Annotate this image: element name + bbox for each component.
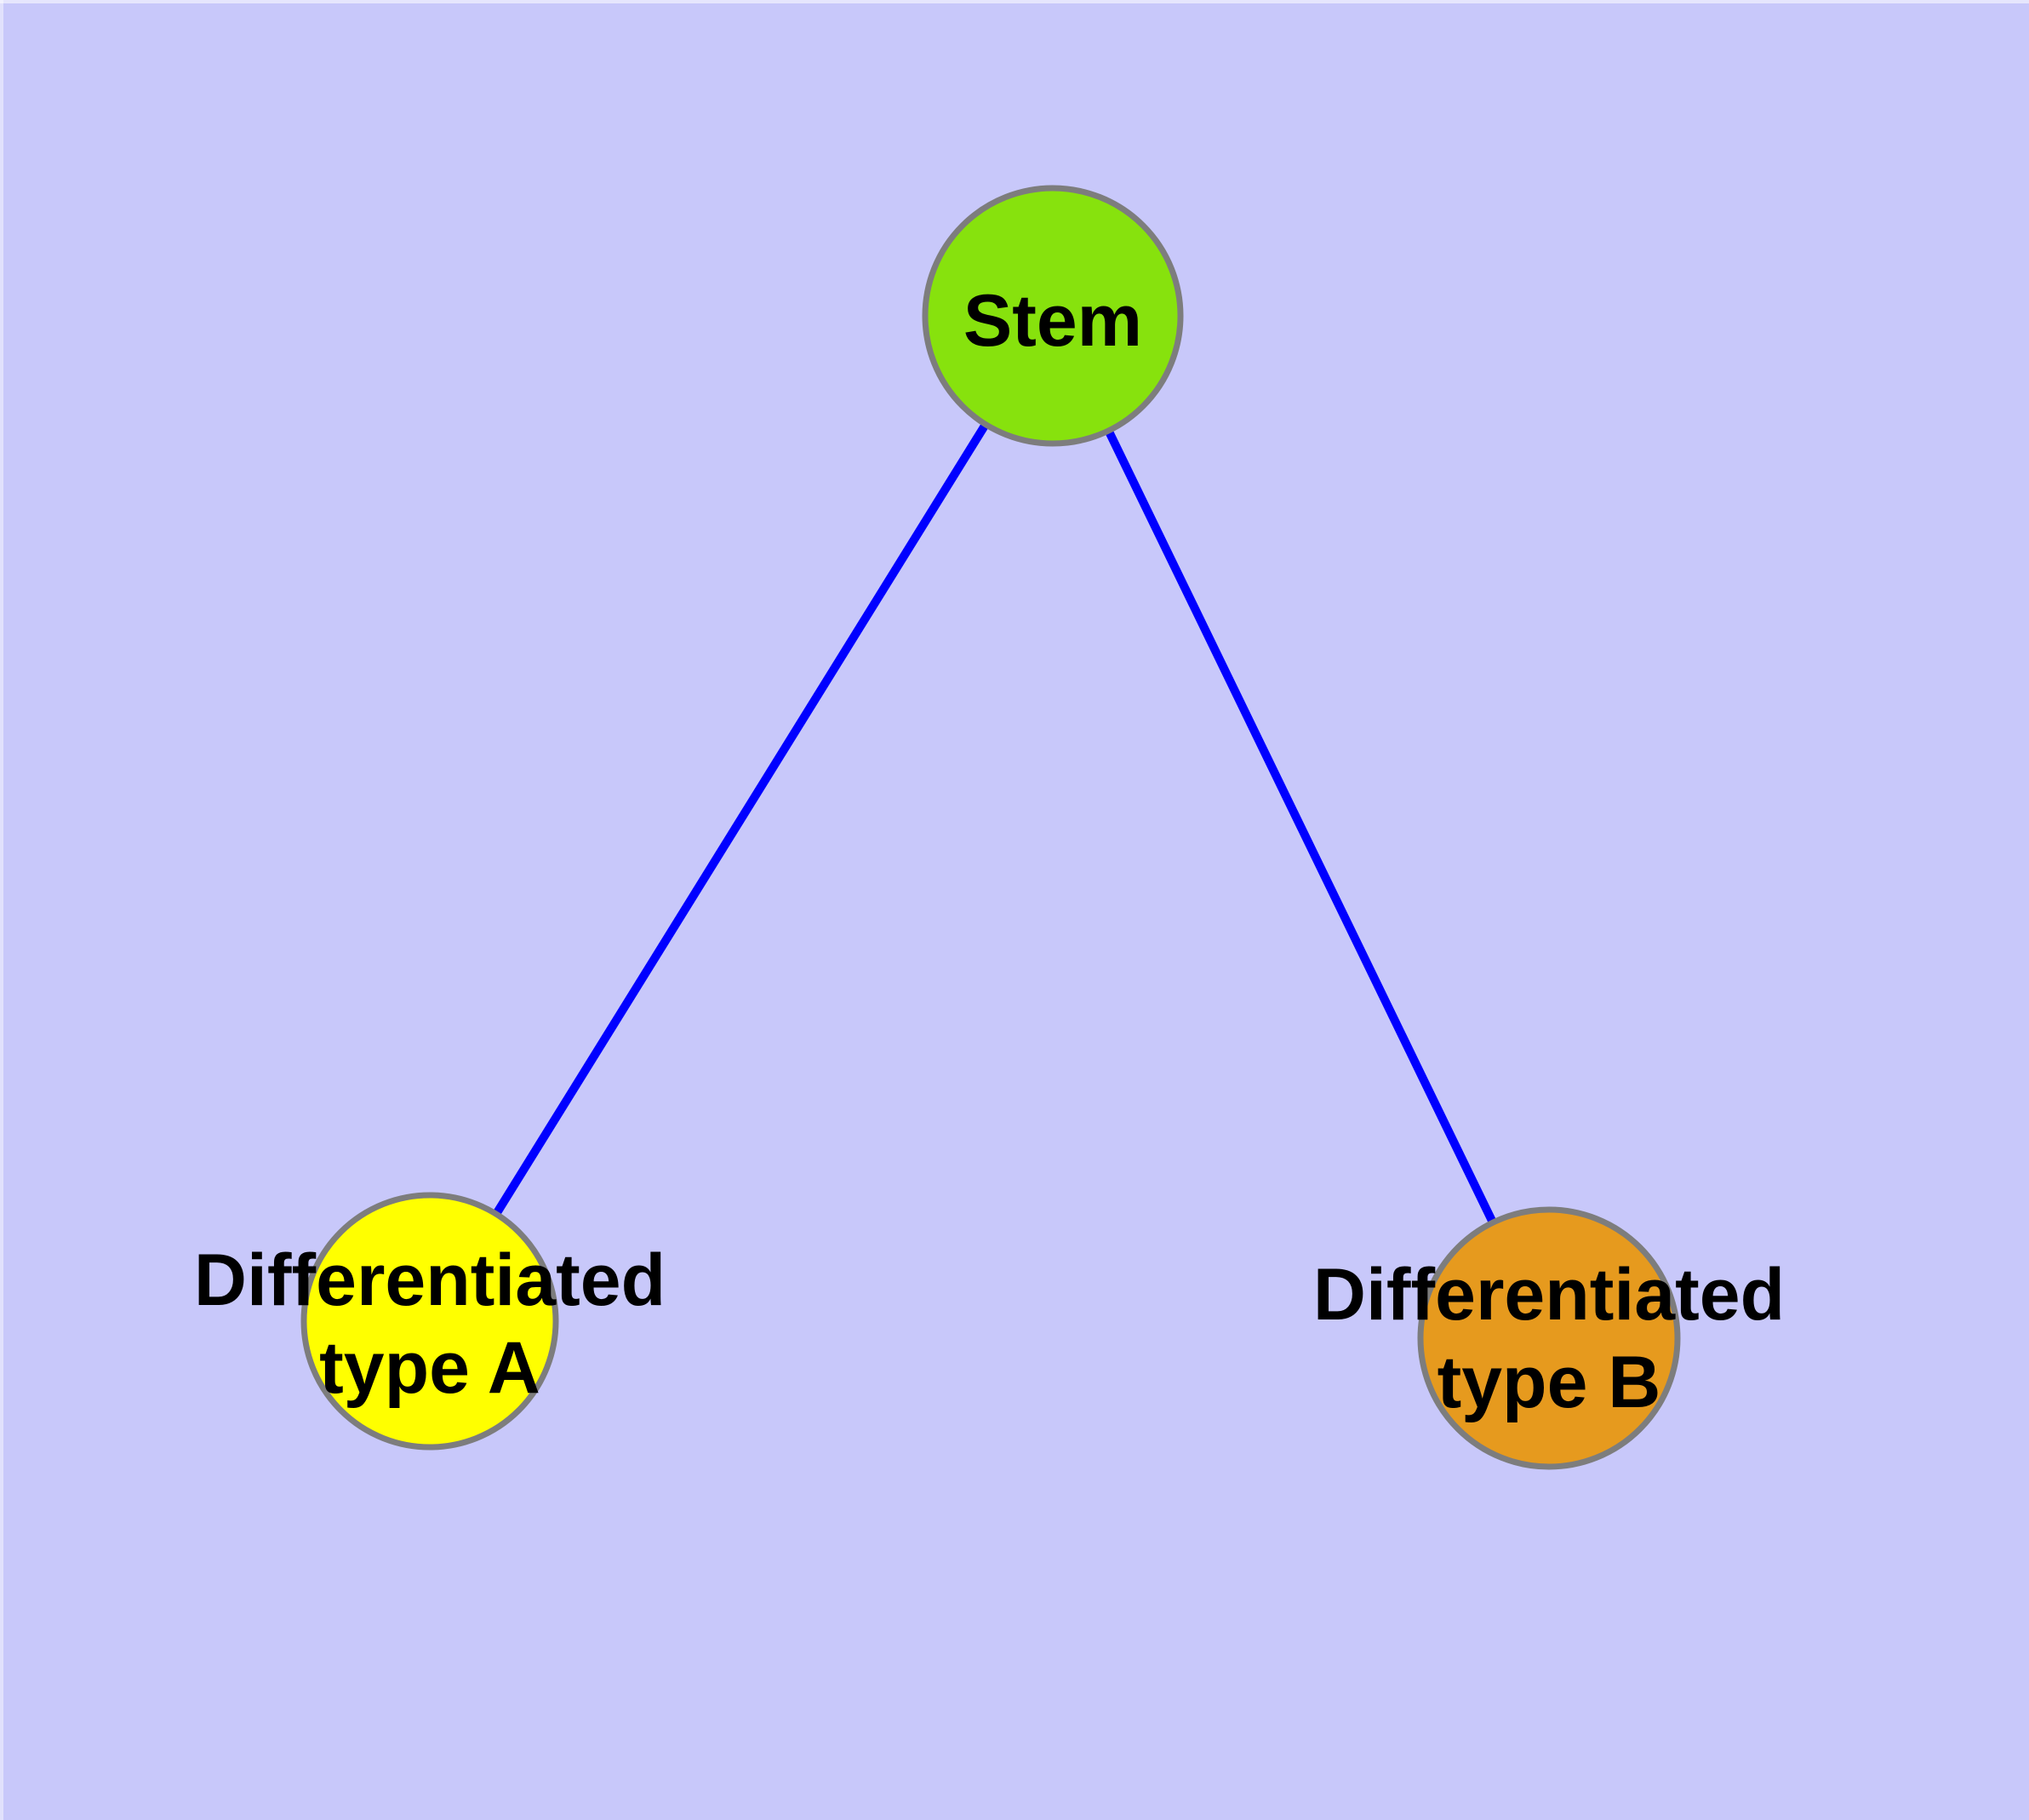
edge-stem-to-type-b [1049, 313, 1553, 1341]
node-differentiated-type-a [300, 1192, 559, 1451]
node-type-a-label-line-1: Differentiated [194, 1239, 666, 1321]
node-stem [922, 185, 1184, 447]
node-type-b-label-line-2: type B [1437, 1342, 1661, 1423]
node-type-b-label-line-1: Differentiated [1313, 1254, 1785, 1336]
edge-stem-to-type-a [426, 313, 1057, 1324]
node-differentiated-type-b [1417, 1206, 1681, 1470]
node-stem-label: Stem [963, 280, 1142, 362]
node-type-a-label-line-2: type A [319, 1327, 540, 1409]
